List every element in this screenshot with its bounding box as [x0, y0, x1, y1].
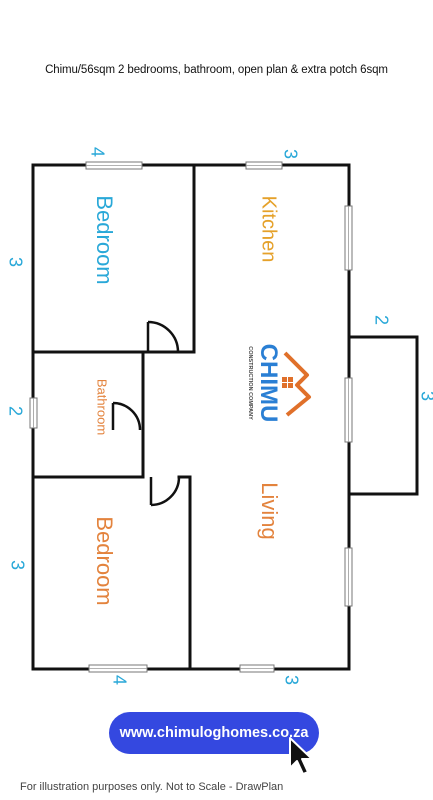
logo-tagline: CONSTRUCTION COMPANY: [247, 346, 253, 420]
window-top-left: [85, 161, 143, 170]
dimension-left-mid: 2: [5, 406, 25, 416]
door-bedroom-top: [146, 320, 180, 353]
dimension-top-left: 4: [87, 147, 107, 157]
room-label-bedroom-bottom: Bedroom: [92, 516, 117, 605]
window-bathroom-left: [29, 397, 38, 429]
dimension-left-bottom: 3: [7, 560, 27, 570]
dimension-porch-side: 3: [417, 391, 433, 401]
room-label-kitchen: Kitchen: [258, 196, 280, 263]
dimension-top-right: 3: [280, 149, 300, 159]
window-bottom-left: [88, 664, 148, 673]
dimension-porch-top: 2: [371, 315, 391, 325]
footer-disclaimer: For illustration purposes only. Not to S…: [20, 781, 284, 793]
porch: [347, 335, 419, 496]
window-bottom-right: [239, 664, 275, 673]
door-bathroom: [111, 401, 142, 431]
chimu-logo: CHIMU CONSTRUCTION COMPANY: [247, 344, 311, 423]
door-bedroom-bottom: [149, 476, 181, 507]
room-label-bathroom: Bathroom: [95, 379, 110, 435]
window-living-right: [344, 547, 353, 607]
room-label-bedroom-top: Bedroom: [92, 195, 117, 284]
mouse-pointer-icon: [289, 737, 313, 775]
page-title: Chimu/56sqm 2 bedrooms, bathroom, open p…: [45, 64, 388, 76]
logo-name: CHIMU: [255, 344, 282, 423]
website-button[interactable]: www.chimuloghomes.co.za: [109, 712, 319, 754]
window-kitchen-right: [344, 205, 353, 271]
dimension-bottom-left: 4: [109, 675, 129, 685]
room-label-living: Living: [257, 482, 282, 539]
window-top-right: [245, 161, 283, 170]
window-porch: [344, 377, 353, 443]
dimension-bottom-right: 3: [281, 675, 301, 685]
interior-walls: [31, 163, 196, 671]
dimension-left-top: 3: [5, 257, 25, 267]
